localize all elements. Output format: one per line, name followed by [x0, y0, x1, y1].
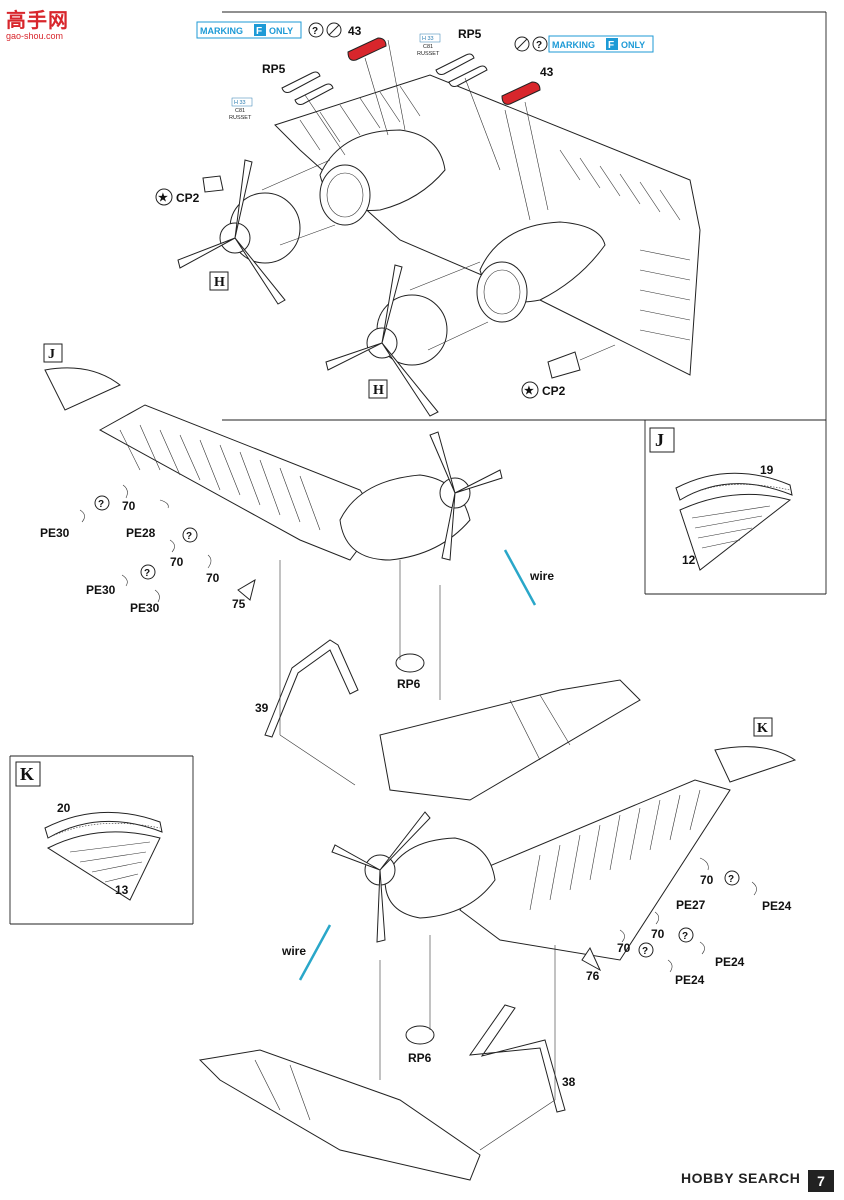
paint-line2: C81	[423, 44, 433, 50]
paint-code-right: H 33 C81 RUSSET	[417, 33, 441, 57]
optional-icon: ?	[144, 568, 150, 579]
svg-text:RP5: RP5	[262, 62, 286, 76]
section-letter-k-2: K	[15, 761, 41, 787]
top-leaders	[304, 39, 549, 221]
svg-text:43: 43	[348, 24, 362, 38]
svg-text:K: K	[20, 764, 34, 784]
marking-right: ONLY	[621, 40, 645, 50]
section-letter-h-1: H	[209, 271, 229, 291]
svg-text:38: 38	[562, 1075, 576, 1089]
star-icon: ★	[524, 385, 534, 397]
svg-text:13: 13	[115, 883, 129, 897]
cp2-part-bottom	[547, 351, 581, 379]
marking-badge-top-left: MARKING F ONLY	[196, 21, 302, 39]
k-inset	[44, 811, 163, 901]
svg-text:wire: wire	[529, 569, 554, 583]
cp2-part-top	[202, 175, 224, 193]
mid-wing-assembly	[44, 367, 641, 801]
part-43-right	[501, 81, 541, 105]
svg-text:70: 70	[170, 555, 184, 569]
small-hooks-bottom	[619, 857, 757, 973]
svg-text:70: 70	[122, 499, 136, 513]
cp2-label-bottom: ★ CP2	[521, 381, 566, 399]
svg-text:H: H	[214, 275, 225, 290]
section-letter-j-2: J	[649, 427, 675, 453]
svg-text:PE30: PE30	[86, 583, 116, 597]
svg-text:PE28: PE28	[126, 526, 156, 540]
optional-icon: ?	[312, 26, 318, 37]
svg-text:70: 70	[206, 571, 220, 585]
svg-text:K: K	[757, 721, 768, 736]
part-43-left	[347, 37, 387, 61]
part-labels: 43 43 RP5 RP5 19 12 20 13 70 PE30 PE28 7…	[40, 24, 792, 1089]
svg-text:RP5: RP5	[458, 27, 482, 41]
marking-left: MARKING	[552, 40, 595, 50]
svg-text:PE30: PE30	[130, 601, 160, 615]
paint-line3: RUSSET	[229, 115, 252, 121]
paint-line1: H 33	[234, 100, 246, 106]
j-inset	[675, 472, 793, 571]
section-letter-k-1: K	[753, 717, 773, 737]
marking-badge-top-right: MARKING F ONLY	[548, 35, 654, 53]
page-number: 7	[808, 1170, 834, 1192]
section-letter-j-1: J	[43, 343, 63, 363]
svg-text:J: J	[48, 347, 55, 362]
optional-icon: ?	[98, 499, 104, 510]
svg-text:39: 39	[255, 701, 269, 715]
optional-icon: ?	[728, 874, 734, 885]
paint-line3: RUSSET	[417, 51, 440, 57]
watermark-title: 高手网	[6, 10, 69, 32]
watermark: 高手网 gao-shou.com	[6, 4, 69, 41]
svg-text:12: 12	[682, 553, 696, 567]
section-letter-h-2: H	[368, 379, 388, 399]
optional-icon: ?	[536, 40, 542, 51]
svg-text:19: 19	[760, 463, 774, 477]
svg-text:PE27: PE27	[676, 898, 706, 912]
svg-text:RP6: RP6	[397, 677, 421, 691]
paint-line2: C81	[235, 108, 245, 114]
footer-brand: HOBBY SEARCH	[681, 1170, 801, 1186]
optional-symbol-group: ? ? ? ? ? ? ? ?	[94, 22, 740, 958]
frame-lines	[9, 11, 827, 925]
small-hooks-mid	[79, 484, 212, 603]
svg-text:20: 20	[57, 801, 71, 815]
svg-text:70: 70	[700, 873, 714, 887]
rp5-exhaust-right	[435, 53, 488, 87]
paint-code-left: H 33 C81 RUSSET	[229, 97, 253, 121]
svg-text:PE24: PE24	[675, 973, 705, 987]
svg-text:70: 70	[651, 927, 665, 941]
top-wing-assembly	[177, 74, 701, 417]
svg-text:CP2: CP2	[542, 384, 566, 398]
optional-icon: ?	[642, 946, 648, 957]
star-icon: ★	[158, 192, 168, 204]
svg-text:43: 43	[540, 65, 554, 79]
svg-text:CP2: CP2	[176, 191, 200, 205]
svg-text:H: H	[373, 383, 384, 398]
watermark-url: gao-shou.com	[6, 31, 64, 41]
svg-text:PE24: PE24	[762, 899, 792, 913]
bottom-wing-assembly	[198, 746, 797, 1181]
svg-text:75: 75	[232, 597, 246, 611]
svg-text:PE24: PE24	[715, 955, 745, 969]
marking-letter: F	[256, 26, 262, 37]
optional-icon: ?	[186, 531, 192, 542]
optional-icon: ?	[682, 931, 688, 942]
svg-text:RP6: RP6	[408, 1051, 432, 1065]
svg-text:wire: wire	[281, 944, 306, 958]
svg-text:PE30: PE30	[40, 526, 70, 540]
marking-left: MARKING	[200, 26, 243, 36]
marking-letter: F	[608, 40, 614, 51]
paint-line1: H 33	[422, 36, 434, 42]
cp2-label-top: ★ CP2	[155, 188, 200, 206]
rp5-exhaust-left	[281, 71, 334, 105]
svg-text:70: 70	[617, 941, 631, 955]
svg-text:76: 76	[586, 969, 600, 983]
svg-text:J: J	[655, 430, 664, 450]
marking-right: ONLY	[269, 26, 293, 36]
